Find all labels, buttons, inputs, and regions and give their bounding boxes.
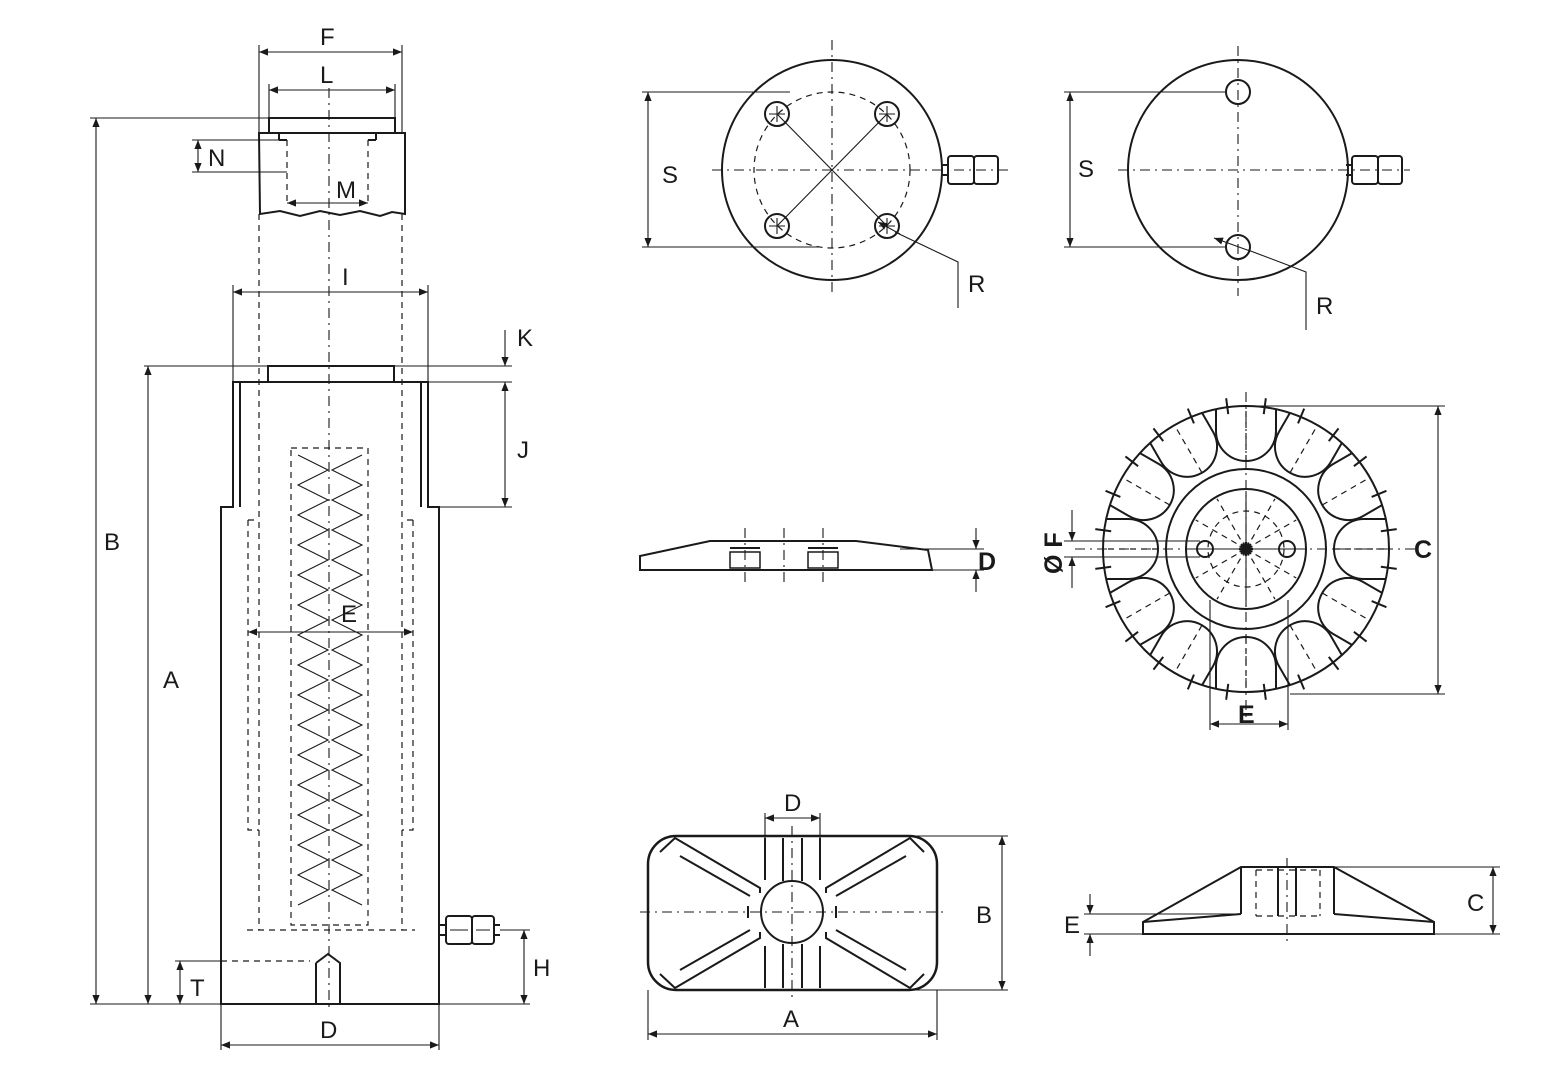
label-e-2: E — [1238, 701, 1255, 729]
star-line — [1245, 498, 1276, 550]
label-d-3: D — [784, 790, 801, 817]
saddle-ticks — [1095, 398, 1397, 700]
label-n: N — [208, 145, 225, 172]
side-coupler — [439, 915, 500, 945]
round-saddle-view: Ø F C E — [1040, 392, 1445, 730]
label-c: C — [1414, 536, 1432, 564]
cylinder-labels: F L N M I K J B A E H T D — [104, 24, 550, 1044]
flange-holes — [764, 101, 900, 239]
flange-four-holes-view: S R — [642, 40, 1008, 308]
label-h: H — [533, 955, 550, 982]
flange-two-holes-view: S R — [1064, 46, 1410, 330]
star-line — [1195, 548, 1247, 579]
rect-base-side-view: C E — [1064, 858, 1500, 956]
saddle-tick — [1105, 489, 1121, 498]
label-d: D — [320, 1017, 337, 1044]
saddle-tick — [1262, 683, 1267, 700]
flange-coupler — [942, 155, 999, 185]
saddle-tick — [1225, 398, 1230, 415]
saddle-tick — [1186, 408, 1195, 424]
saddle-tick — [1297, 408, 1306, 424]
label-a-2: A — [783, 1006, 799, 1033]
star-line — [1245, 548, 1276, 600]
saddle-tick — [1297, 674, 1306, 690]
saddle-tick — [1105, 600, 1121, 609]
saddle-rib-centerline — [1289, 422, 1320, 474]
star-line — [1216, 498, 1247, 550]
star-line — [1216, 548, 1247, 600]
label-b: B — [104, 529, 120, 556]
saddle-rib-centerline — [1172, 422, 1203, 474]
saddle-tick — [1152, 427, 1165, 442]
tilt-saddle-section-view: D — [639, 528, 996, 592]
saddle-tick — [1095, 528, 1112, 533]
saddle-tick — [1380, 528, 1397, 533]
saddle-rib-centerline — [1119, 592, 1171, 623]
star-core-line — [1239, 545, 1253, 553]
label-r-2: R — [1316, 293, 1333, 320]
label-l: L — [320, 62, 333, 89]
star-line — [1245, 519, 1297, 550]
saddle-tick — [1327, 427, 1340, 442]
saddle-tick — [1371, 489, 1387, 498]
label-c-2: C — [1467, 890, 1484, 917]
saddle-tick — [1380, 565, 1397, 570]
label-m: M — [336, 177, 356, 204]
label-i: I — [342, 264, 349, 291]
saddle-tick — [1124, 630, 1139, 643]
label-s: S — [662, 162, 678, 189]
rect-base-top-view: D B A — [640, 790, 1008, 1040]
star-line — [1245, 548, 1297, 579]
saddle-tick — [1095, 565, 1112, 570]
plunger-head-detail — [257, 117, 406, 218]
saddle-tick — [1186, 674, 1195, 690]
saddle-tick — [1371, 600, 1387, 609]
cylinder-view: F L N M I K J B A E H T D — [90, 24, 550, 1050]
saddle-tick — [1124, 455, 1139, 468]
label-b-2: B — [976, 902, 992, 929]
label-e: E — [341, 601, 357, 628]
saddle-tick — [1327, 656, 1340, 671]
label-d-2: D — [978, 548, 996, 576]
saddle-ribs — [1103, 406, 1389, 692]
label-a: A — [163, 667, 179, 694]
saddle-tick — [1353, 630, 1368, 643]
saddle-rib-centerline — [1119, 475, 1171, 506]
center-star — [1188, 491, 1304, 607]
saddle-rib-centerline — [1172, 624, 1203, 676]
saddle-tick — [1353, 455, 1368, 468]
label-s-2: S — [1078, 156, 1094, 183]
cylinder-body — [220, 214, 500, 1005]
star-line — [1195, 519, 1247, 550]
label-t: T — [190, 975, 205, 1002]
label-dia-f: Ø F — [1040, 532, 1068, 574]
cylinder-dimensions — [90, 45, 530, 1050]
saddle-rib-centerline — [1289, 624, 1320, 676]
label-r: R — [968, 271, 985, 298]
saddle-tick — [1225, 683, 1230, 700]
flange-coupler-2 — [1346, 155, 1403, 185]
saddle-rib-centerline — [1321, 475, 1373, 506]
saddle-rib-centerline — [1321, 592, 1373, 623]
label-f: F — [320, 24, 335, 51]
label-j: J — [517, 437, 529, 464]
label-k: K — [517, 325, 533, 352]
saddle-tick — [1152, 656, 1165, 671]
label-e-3: E — [1064, 912, 1080, 939]
